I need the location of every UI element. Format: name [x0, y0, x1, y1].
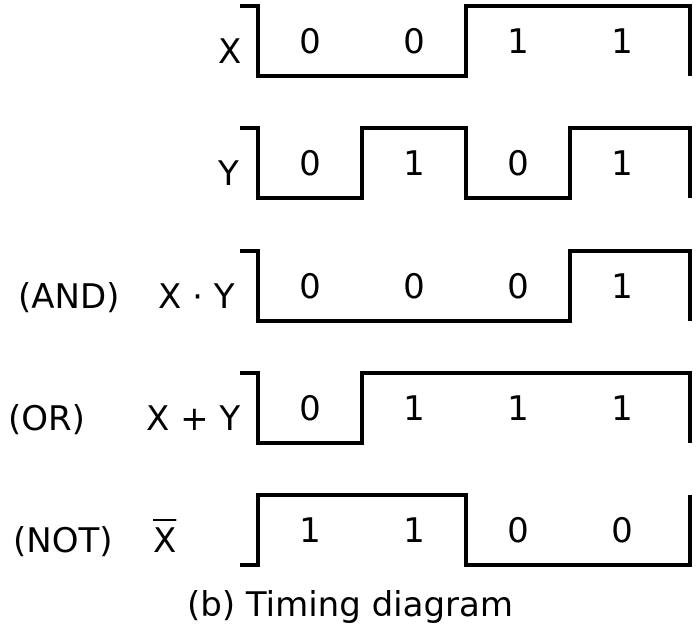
- bit-value-x-2: 1: [507, 22, 529, 62]
- bit-value-or-1: 1: [403, 389, 425, 429]
- bit-value-y-1: 1: [403, 144, 425, 184]
- bit-value-not-0: 1: [299, 511, 321, 551]
- bit-value-and-3: 1: [611, 267, 633, 307]
- bit-value-or-0: 0: [299, 389, 321, 429]
- bit-value-and-0: 0: [299, 267, 321, 307]
- bit-value-or-3: 1: [611, 389, 633, 429]
- gate-label-or: (OR): [8, 399, 85, 439]
- bit-value-not-2: 0: [507, 511, 529, 551]
- bit-value-x-1: 0: [403, 22, 425, 62]
- signal-label-x: X: [218, 32, 242, 72]
- waveform-and: [240, 249, 692, 323]
- signal-label-not-x: X: [153, 521, 177, 561]
- signal-label-y: Y: [218, 154, 239, 194]
- bit-value-x-0: 0: [299, 22, 321, 62]
- bit-value-not-3: 0: [611, 511, 633, 551]
- gate-label-and: (AND): [18, 277, 120, 317]
- bit-value-x-3: 1: [611, 22, 633, 62]
- signal-label-x-and-y: X · Y: [158, 277, 235, 317]
- bit-value-y-3: 1: [611, 144, 633, 184]
- bit-value-and-2: 0: [507, 267, 529, 307]
- waveform-y: [240, 126, 692, 200]
- waveform-x: [240, 4, 692, 78]
- signal-label-x-or-y: X + Y: [146, 399, 241, 439]
- diagram-caption: (b) Timing diagram: [187, 585, 513, 625]
- bit-value-y-2: 0: [507, 144, 529, 184]
- waveform-not: [240, 493, 692, 567]
- bit-value-not-1: 1: [403, 511, 425, 551]
- bit-value-or-2: 1: [507, 389, 529, 429]
- gate-label-not: (NOT): [13, 521, 113, 561]
- bit-value-and-1: 0: [403, 267, 425, 307]
- bit-value-y-0: 0: [299, 144, 321, 184]
- waveform-or: [240, 371, 692, 445]
